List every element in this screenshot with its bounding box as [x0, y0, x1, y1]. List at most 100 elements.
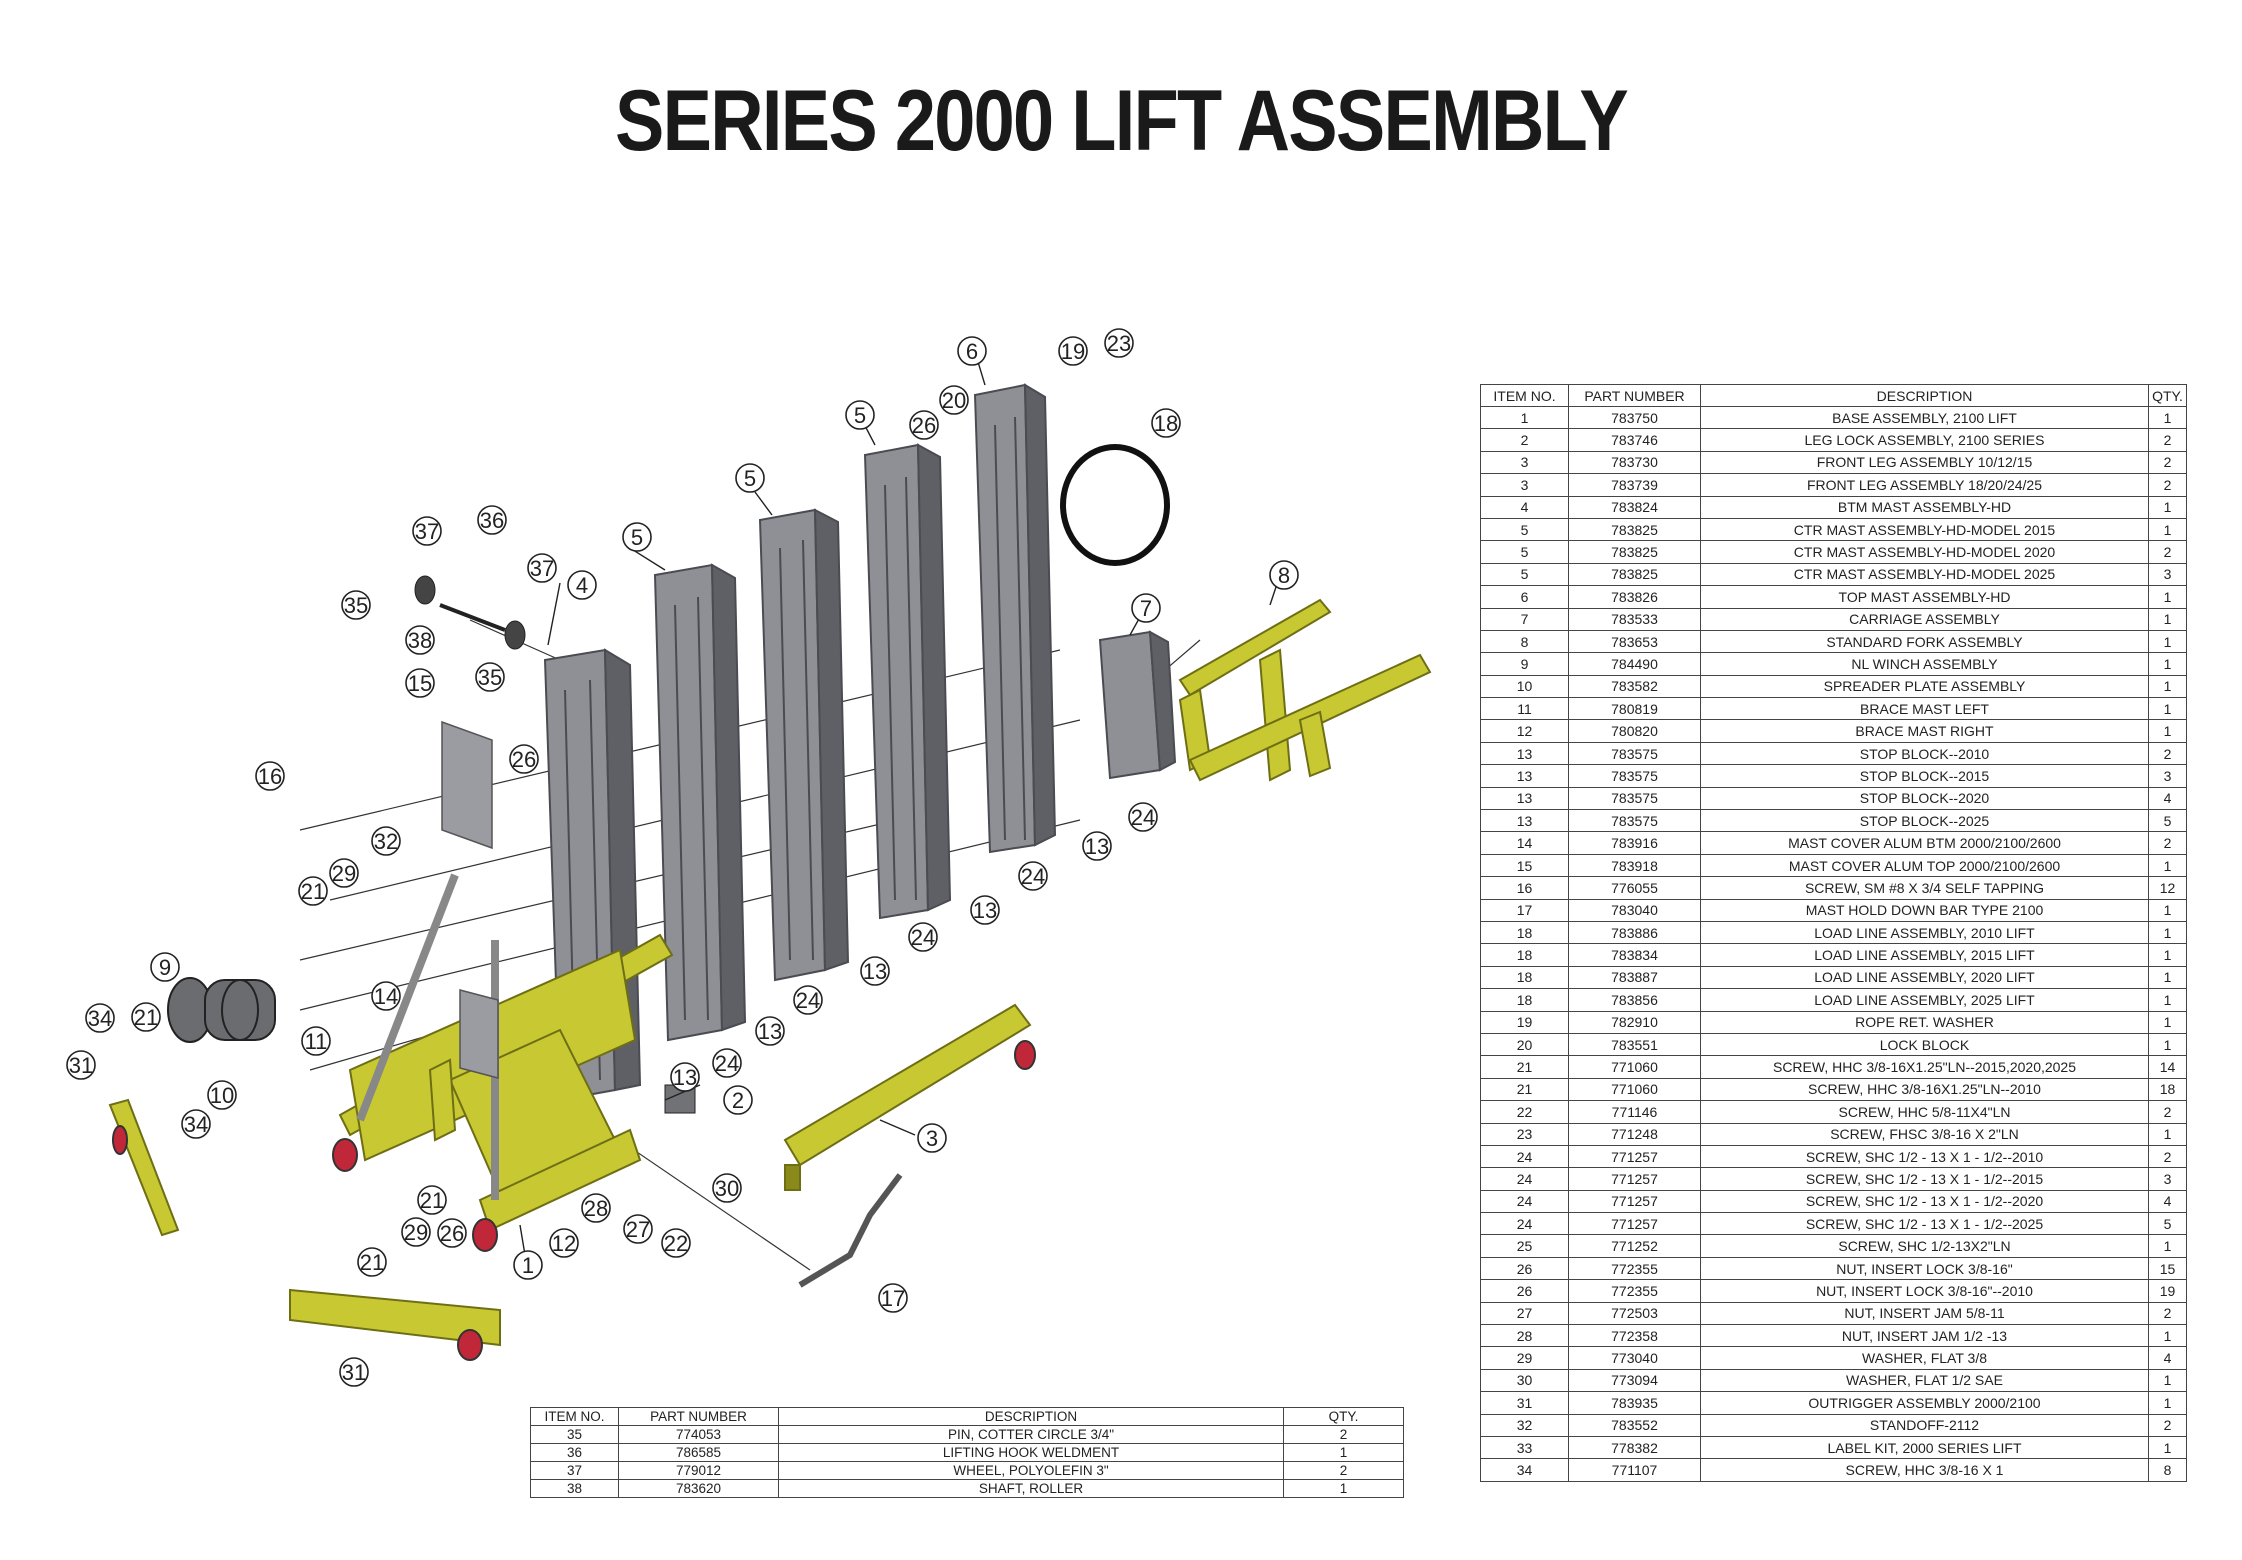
part-number-cell: 780819 — [1568, 697, 1701, 721]
qty-cell: 1 — [2148, 1010, 2187, 1034]
item-no-cell: 31 — [1480, 1391, 1569, 1415]
column-header-part-number: PART NUMBER — [618, 1407, 779, 1426]
part-number-cell: 771257 — [1568, 1212, 1701, 1236]
callout-21: 21 — [417, 1185, 447, 1215]
callout-21: 21 — [131, 1002, 161, 1032]
callout-5-label: 5 — [631, 525, 643, 550]
description-cell: SCREW, HHC 3/8-16X1.25"LN--2015,2020,202… — [1700, 1055, 2149, 1079]
callout-37-label: 37 — [415, 519, 439, 544]
part-number-cell: 783935 — [1568, 1391, 1701, 1415]
qty-cell: 2 — [1283, 1425, 1404, 1444]
description-cell: SCREW, SHC 1/2-13X2"LN — [1700, 1234, 2149, 1258]
callout-22-label: 22 — [664, 1231, 688, 1256]
callout-16: 16 — [255, 761, 285, 791]
callout-16-label: 16 — [258, 764, 282, 789]
table-header-row: ITEM NO. PART NUMBER DESCRIPTION QTY. — [1480, 384, 2187, 407]
callout-37-label: 37 — [530, 556, 554, 581]
item-no-cell: 6 — [1480, 585, 1569, 609]
callout-29-label: 29 — [404, 1220, 428, 1245]
description-cell: LEG LOCK ASSEMBLY, 2100 SERIES — [1700, 428, 2149, 452]
item-no-cell: 21 — [1480, 1055, 1569, 1079]
item-no-cell: 13 — [1480, 764, 1569, 788]
callout-29: 29 — [401, 1217, 431, 1247]
callout-19: 19 — [1058, 336, 1088, 366]
callout-26: 26 — [437, 1218, 467, 1248]
part-number-cell: 772355 — [1568, 1256, 1701, 1281]
qty-cell: 2 — [1283, 1461, 1404, 1480]
qty-cell: 1 — [2148, 674, 2187, 699]
qty-cell: 1 — [2148, 585, 2187, 609]
item-no-cell: 1 — [1480, 405, 1569, 430]
part-number-cell: 783746 — [1568, 428, 1701, 452]
item-no-cell: 18 — [1480, 988, 1569, 1012]
callout-17: 17 — [878, 1283, 908, 1313]
callout-21-label: 21 — [360, 1250, 384, 1275]
callout-22: 22 — [661, 1228, 691, 1258]
item-no-cell: 14 — [1480, 831, 1569, 855]
part-number-cell: 783575 — [1568, 741, 1701, 766]
description-cell: PIN, COTTER CIRCLE 3/4" — [778, 1425, 1284, 1444]
callout-13-label: 13 — [758, 1019, 782, 1044]
callout-24-label: 24 — [715, 1051, 739, 1076]
callout-29: 29 — [329, 858, 359, 888]
callout-13: 13 — [1082, 831, 1112, 861]
part-number-cell: 783887 — [1568, 965, 1701, 990]
callout-28: 28 — [581, 1193, 611, 1223]
part-number-cell: 783750 — [1568, 405, 1701, 430]
item-no-cell: 4 — [1480, 495, 1569, 519]
item-no-cell: 26 — [1480, 1279, 1569, 1303]
hidden-assembly-lines — [299, 619, 1201, 1271]
qty-cell: 1 — [1283, 1443, 1404, 1462]
description-cell: BASE ASSEMBLY, 2100 LIFT — [1700, 405, 2149, 430]
item-no-cell: 9 — [1480, 652, 1569, 676]
qty-cell: 1 — [2148, 965, 2187, 990]
description-cell: SCREW, SHC 1/2 - 13 X 1 - 1/2--2010 — [1700, 1144, 2149, 1169]
qty-cell: 1 — [2148, 1122, 2187, 1146]
callout-24: 24 — [1128, 802, 1158, 832]
item-no-cell: 34 — [1480, 1458, 1569, 1482]
item-no-cell: 36 — [530, 1443, 619, 1462]
qty-cell: 2 — [2148, 1413, 2187, 1437]
description-cell: CTR MAST ASSEMBLY-HD-MODEL 2020 — [1700, 540, 2149, 564]
qty-cell: 1 — [2148, 1032, 2187, 1057]
mast-covers — [441, 720, 499, 1079]
callout-20: 20 — [939, 385, 969, 415]
part-number-cell: 771257 — [1568, 1144, 1701, 1169]
part-number-cell: 783834 — [1568, 943, 1701, 967]
item-no-cell: 29 — [1480, 1346, 1569, 1370]
callout-1: 1 — [513, 1250, 543, 1280]
callout-28-label: 28 — [584, 1196, 608, 1221]
callout-24-label: 24 — [911, 925, 935, 950]
callout-9-label: 9 — [159, 955, 171, 980]
qty-cell: 14 — [2148, 1055, 2187, 1079]
description-cell: BRACE MAST LEFT — [1700, 697, 2149, 721]
description-cell: ROPE RET. WASHER — [1700, 1010, 2149, 1034]
callouts: 1 2 3 4 5 5 5 6 7 8 9 10 11 12 13 13 13 … — [66, 328, 1299, 1387]
callout-38-label: 38 — [408, 628, 432, 653]
mast-5a — [653, 563, 747, 1042]
item-no-cell: 2 — [1480, 428, 1569, 452]
qty-cell: 5 — [2148, 1212, 2187, 1236]
qty-cell: 12 — [2148, 876, 2187, 900]
callout-23-label: 23 — [1107, 331, 1131, 356]
part-number-cell: 783575 — [1568, 809, 1701, 833]
callout-18: 18 — [1151, 408, 1181, 438]
description-cell: NUT, INSERT LOCK 3/8-16" — [1700, 1256, 2149, 1281]
callout-5-label: 5 — [854, 403, 866, 428]
part-number-cell: 778382 — [1568, 1435, 1701, 1460]
part-number-cell: 772503 — [1568, 1301, 1701, 1326]
callout-8: 8 — [1269, 560, 1299, 590]
qty-cell: 1 — [2148, 652, 2187, 676]
